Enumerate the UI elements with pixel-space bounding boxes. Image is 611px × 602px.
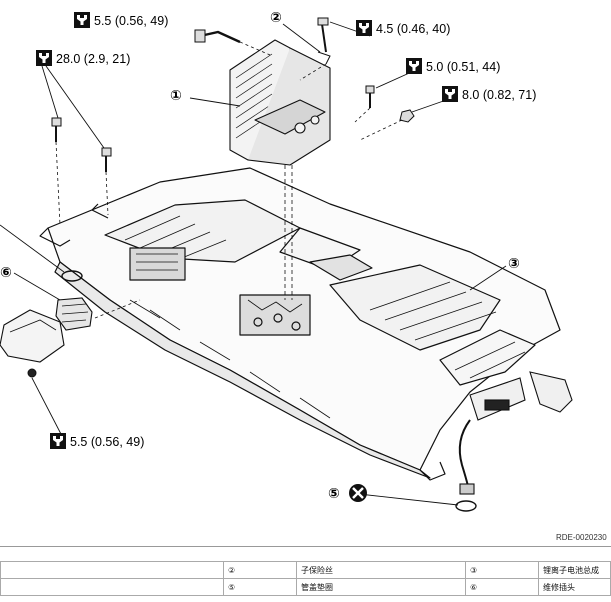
- bolts-left-pair: [51, 117, 112, 226]
- divider: [0, 546, 611, 547]
- parts-legend-table: ② 子保险丝 ③ 锂离子电池总成 ⑤ 管盖垫圈 ⑥ 维修插头: [0, 561, 611, 596]
- bolt-top-left: [194, 29, 271, 56]
- callout-2: ②: [270, 9, 282, 25]
- sub-fuse-part-2: [299, 17, 331, 81]
- torque-spec-6: 5.5 (0.56, 49): [50, 433, 144, 449]
- torque-wrench-icon: [442, 86, 458, 102]
- torque-spec-1: 5.5 (0.56, 49): [74, 12, 168, 28]
- table-cell: [0, 561, 224, 579]
- part-number: ⑤: [223, 578, 297, 596]
- gaskets: [61, 270, 477, 512]
- fasteners: [27, 17, 415, 378]
- torque-wrench-icon: [50, 433, 66, 449]
- gasket-part-5: [455, 500, 477, 512]
- callout-6: ⑥: [0, 264, 12, 280]
- callout-number: ①: [170, 87, 182, 103]
- torque-wrench-icon: [36, 50, 52, 66]
- torque-label: 4.5 (0.46, 40): [376, 22, 450, 36]
- callout-number: ⑤: [328, 485, 340, 501]
- part-name: 管盖垫圈: [296, 578, 466, 596]
- part-number: ⑥: [465, 578, 539, 596]
- junction-box-part-1: [229, 39, 331, 300]
- table-row: ⑤ 管盖垫圈 ⑥ 维修插头: [0, 578, 611, 596]
- torque-wrench-icon: [406, 58, 422, 74]
- callout-3: ③: [508, 255, 520, 271]
- part-name: 维修插头: [538, 578, 611, 596]
- do-not-reuse-icon: [349, 484, 367, 502]
- torque-spec-2: 4.5 (0.46, 40): [356, 20, 450, 36]
- battery-assembly-diagram: 5.5 (0.56, 49) 4.5 (0.46, 40) 28.0 (2.9,…: [0, 9, 573, 512]
- torque-spec-5: 8.0 (0.82, 71): [442, 86, 536, 102]
- torque-label: 5.5 (0.56, 49): [70, 435, 144, 449]
- torque-label: 8.0 (0.82, 71): [462, 88, 536, 102]
- part-number: ②: [223, 561, 297, 579]
- torque-label: 5.0 (0.51, 44): [426, 60, 500, 74]
- callout-5: ⑤: [328, 485, 340, 501]
- part-name: 子保险丝: [296, 561, 466, 579]
- callout-number: ⑥: [0, 264, 12, 280]
- part-number: ③: [465, 561, 539, 579]
- callout-number: ②: [270, 9, 282, 25]
- nut-right: [359, 109, 415, 141]
- torque-spec-3: 28.0 (2.9, 21): [36, 50, 130, 66]
- torque-spec-4: 5.0 (0.51, 44): [406, 58, 500, 74]
- leader-lines: [0, 21, 507, 506]
- table-row: ② 子保险丝 ③ 锂离子电池总成: [0, 561, 611, 579]
- service-plug-part-6: [0, 297, 141, 363]
- high-voltage-connector: [458, 371, 573, 495]
- battery-pack-body: [39, 167, 561, 481]
- screw-right: [354, 85, 375, 123]
- torque-label: 5.5 (0.56, 49): [94, 14, 168, 28]
- part-name: 锂离子电池总成: [538, 561, 611, 579]
- torque-wrench-icon: [356, 20, 372, 36]
- bolt-lower-left: [27, 368, 37, 378]
- torque-label: 28.0 (2.9, 21): [56, 52, 130, 66]
- torque-wrench-icon: [74, 12, 90, 28]
- table-cell: [0, 578, 224, 596]
- reference-code: RDE-0020230: [556, 533, 607, 542]
- gasket-left: [61, 270, 83, 282]
- callout-number: ③: [508, 255, 520, 271]
- callout-1: ①: [170, 87, 182, 103]
